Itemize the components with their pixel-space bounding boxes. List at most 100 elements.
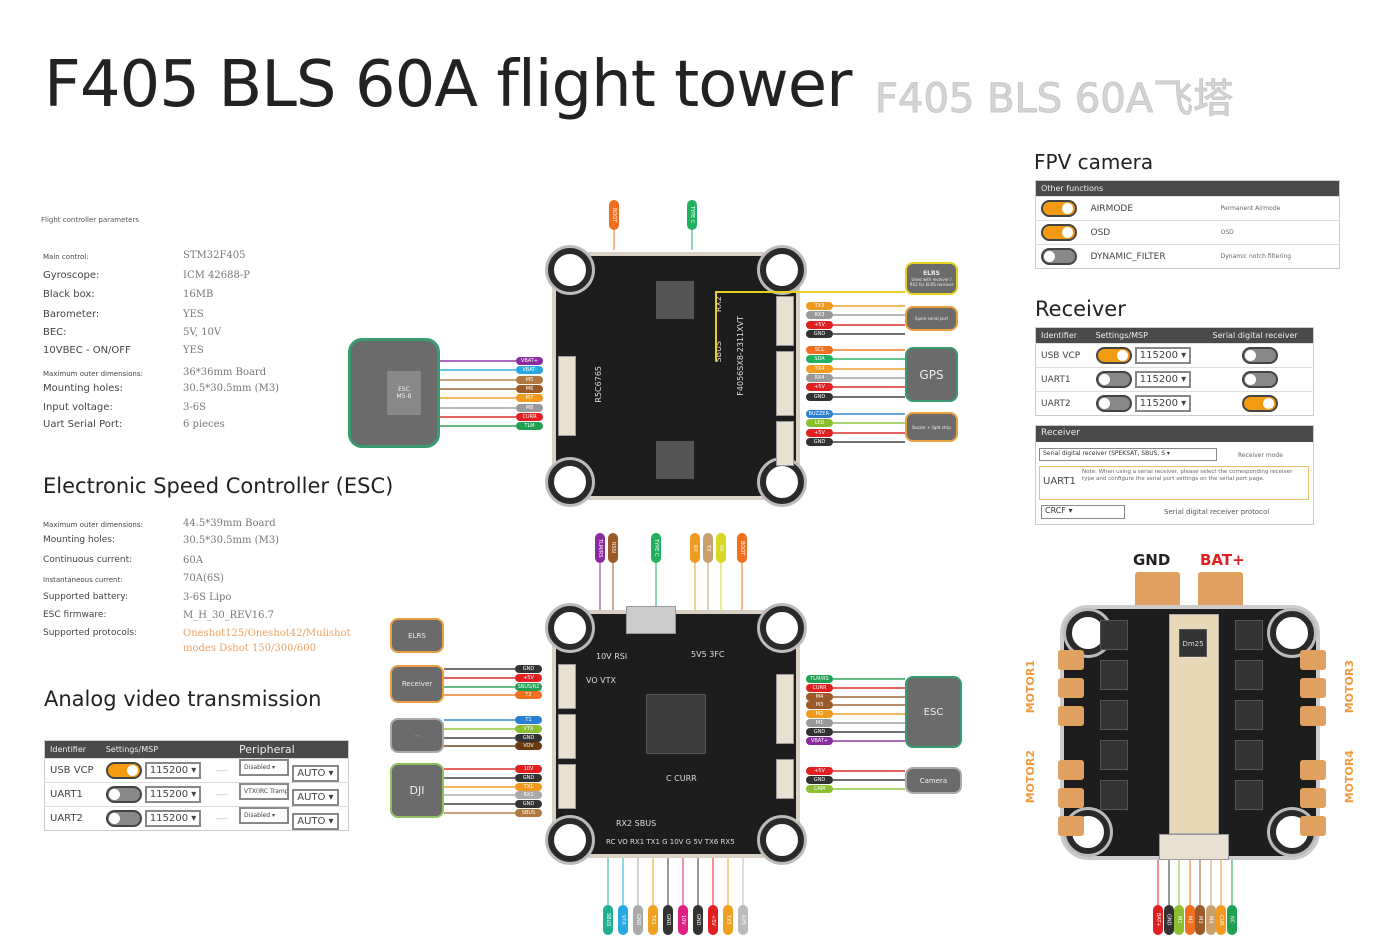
toggle-switch[interactable] <box>1095 370 1132 388</box>
param-value: Oneshot125/Oneshot42/Mulishot <box>183 628 351 639</box>
mosfet <box>1100 620 1128 650</box>
receiver-panel: Receiver Serial digital receiver (SPEKSA… <box>1035 425 1314 525</box>
pin-label-curr: CURR <box>516 412 543 421</box>
function-desc: OSD <box>1215 220 1340 245</box>
baud-select[interactable]: 115200 ▾ <box>1134 395 1192 413</box>
gnd-pad <box>1135 572 1180 610</box>
pin-label-bat: BAT+ <box>1153 905 1163 935</box>
peripheral-box: Buzzer + light strip <box>905 412 958 442</box>
baud-select[interactable]: 115200 ▾ <box>144 762 202 780</box>
connector <box>776 674 794 744</box>
serial-cell <box>1207 367 1314 392</box>
wire <box>440 397 516 400</box>
separator: ----- <box>210 758 235 783</box>
pin-label-gnd: GND <box>515 800 542 809</box>
auto-select[interactable]: AUTO ▾ <box>292 813 339 830</box>
other-functions-header: Other functions <box>1035 180 1340 197</box>
toggle-switch[interactable] <box>105 809 142 827</box>
param-label: Black box: <box>43 289 95 300</box>
col-settings: Settings/MSP <box>100 740 211 759</box>
flight-controller-board-bottom: 10V RSI 5V5 3FC VO VTX C CURR RX2 SBUS R… <box>548 606 804 862</box>
wire <box>833 376 905 379</box>
motor1-label: MOTOR1 <box>1024 660 1037 714</box>
receiver-mode-select[interactable]: Serial digital receiver (SPEKSAT, SBUS, … <box>1039 448 1217 461</box>
mosfet <box>1235 620 1263 650</box>
receiver-heading: Receiver <box>1035 297 1126 321</box>
wire <box>833 305 905 307</box>
baud-select[interactable]: 115200 ▾ <box>144 786 202 804</box>
pin-label-m3: M3 <box>1195 905 1205 935</box>
settings-cell: 115200 ▾ <box>1090 391 1208 416</box>
pin-label-tx: TX <box>703 533 713 563</box>
toggle-switch[interactable] <box>1095 346 1132 364</box>
param-value: 30.5*30.5mm (M3) <box>183 383 280 394</box>
toggle-switch[interactable] <box>1041 248 1077 265</box>
param-value: 3-6S Lipo <box>183 592 232 603</box>
pin-label-m4: M4 <box>1205 905 1216 935</box>
motor-pad <box>1300 706 1326 726</box>
mosfet <box>1100 780 1128 810</box>
esc-label-line2: M5-8 <box>396 393 412 400</box>
pin-label-rx: RX <box>690 533 700 563</box>
mounting-hole <box>760 818 804 862</box>
serial-cell <box>1207 391 1314 416</box>
toggle-switch[interactable] <box>1242 395 1279 412</box>
peripheral-select[interactable]: Disabled ▾ <box>239 759 290 776</box>
pin-label-gnd: GND <box>515 665 542 673</box>
pin-label-t1: T1 <box>515 716 542 724</box>
baud-select[interactable]: 115200 ▾ <box>1134 347 1192 365</box>
pin-label-nc: NC <box>1226 905 1237 935</box>
peripheral-select[interactable]: Disabled ▾ <box>239 807 290 824</box>
wire <box>444 776 515 779</box>
auto-select[interactable]: AUTO ▾ <box>292 765 339 782</box>
toggle-switch[interactable] <box>105 761 142 779</box>
toggle-switch[interactable] <box>1041 200 1077 217</box>
function-name: DYNAMIC_FILTER <box>1085 244 1216 269</box>
pin-label-boot: BOOT <box>609 200 619 230</box>
wire <box>833 431 905 434</box>
wire <box>444 719 515 721</box>
toggle-switch[interactable] <box>1242 371 1279 388</box>
pin-label-m1: M1 <box>806 719 833 727</box>
wire <box>440 369 516 372</box>
silkscreen: 5V5 3FC <box>691 650 725 659</box>
silkscreen: C CURR <box>666 774 697 783</box>
wire <box>833 778 905 781</box>
connector <box>776 421 794 466</box>
motor3-label: MOTOR3 <box>1343 660 1356 714</box>
pin-label-tlmrs: TLM/RS <box>595 533 605 563</box>
toggle-switch[interactable] <box>105 785 142 803</box>
baud-select[interactable]: 115200 ▾ <box>144 810 202 828</box>
peripheral-box: VTX <box>390 718 444 753</box>
motor-pad <box>1300 788 1326 808</box>
baud-select[interactable]: 115200 ▾ <box>1134 371 1192 389</box>
param-value: modes Dshot 150/300/600 <box>183 643 316 654</box>
pin-label-vtx: VTX <box>515 724 542 733</box>
peripheral-box: DJI <box>390 763 444 818</box>
toggle-switch[interactable] <box>1041 224 1077 241</box>
protocol-select[interactable]: CRCF ▾ <box>1041 505 1125 519</box>
mosfet <box>1235 740 1263 770</box>
param-value: YES <box>183 345 204 356</box>
pin-label-5v: +5V <box>806 383 833 392</box>
toggle-switch[interactable] <box>1242 347 1279 364</box>
toggle-switch[interactable] <box>1095 394 1132 412</box>
silkscreen: F4056SX8-2311XVT <box>736 316 745 396</box>
motor-pad <box>1058 760 1084 780</box>
pin-label-sda: SDA <box>806 355 833 364</box>
peripheral-cell: VTX(IRC Tramp) ▾ AUTO ▾ <box>234 782 349 807</box>
param-value: 3-6S <box>183 402 206 413</box>
usb-c-port <box>626 606 676 634</box>
param-value: YES <box>183 309 204 320</box>
mounting-hole <box>1270 611 1314 655</box>
param-value: ICM 42688-P <box>183 270 250 281</box>
param-label: Gyroscope: <box>43 270 100 281</box>
pin-label-t2: T2 <box>515 691 542 700</box>
serial-cell <box>1207 343 1314 368</box>
pin-label-tx4: TX4 <box>806 364 833 373</box>
auto-select[interactable]: AUTO ▾ <box>292 789 339 806</box>
esc-label-line1: ESC <box>398 386 410 393</box>
peripheral-select[interactable]: VTX(IRC Tramp) ▾ <box>239 783 290 800</box>
